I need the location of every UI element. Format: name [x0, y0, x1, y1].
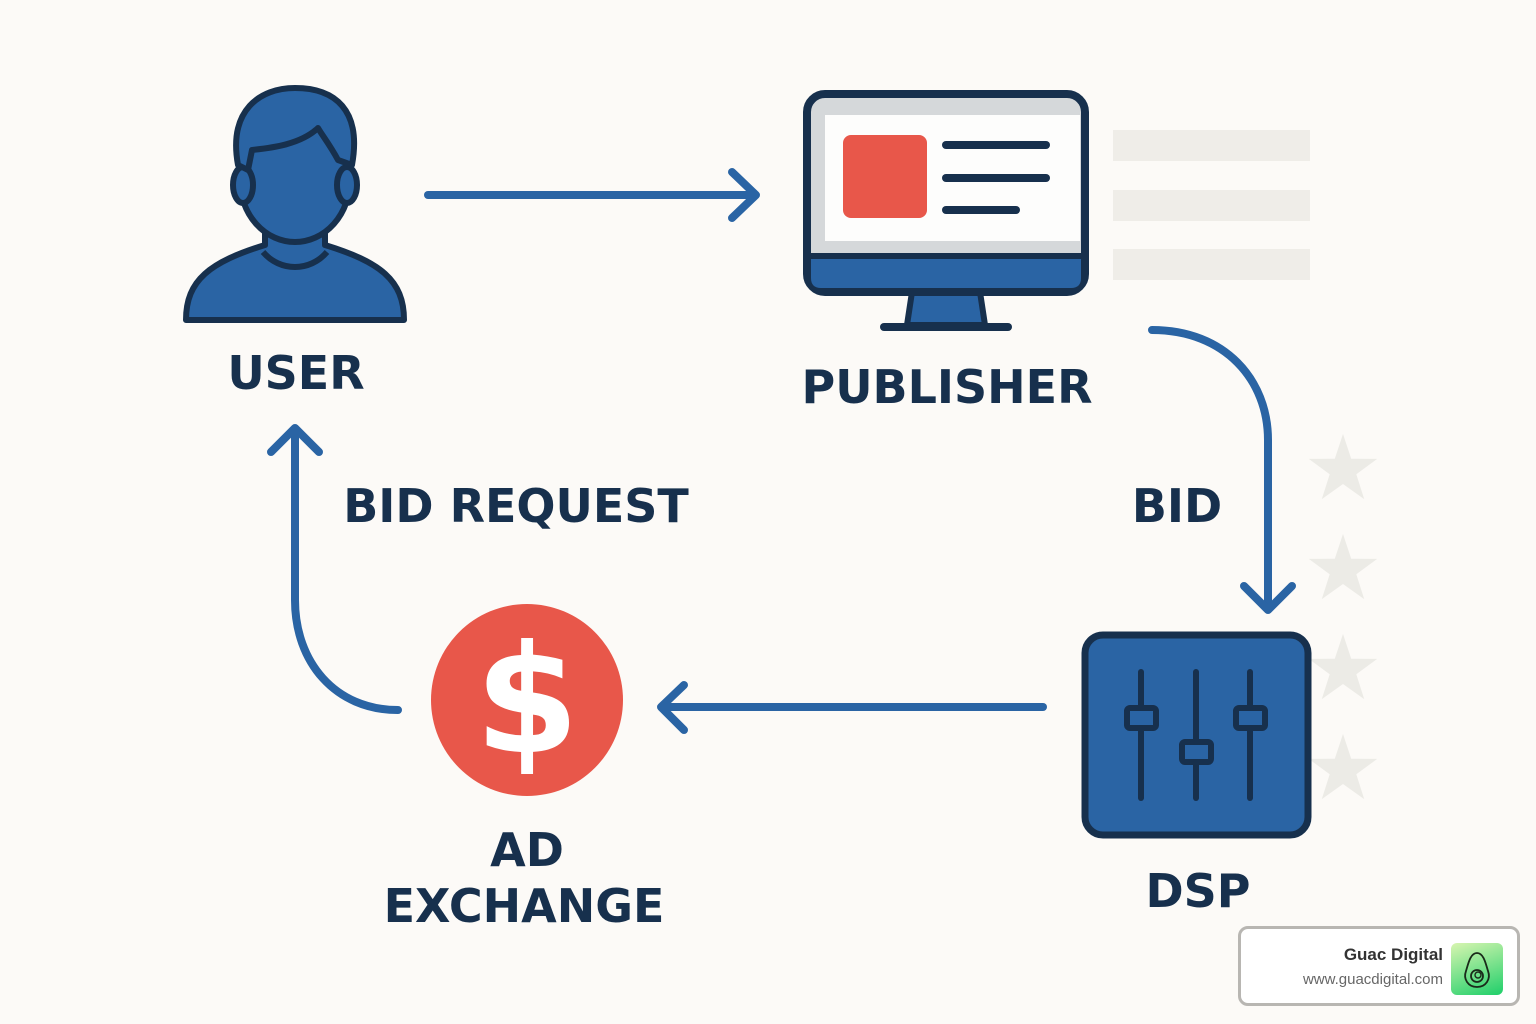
arrow-dsp-to-exchange: [657, 681, 1047, 734]
star-icon: [1308, 534, 1378, 600]
brand-name: Guac Digital: [1343, 945, 1443, 964]
ad-exchange-label-line2: EXCHANGE: [384, 879, 665, 933]
star-icon: [1308, 734, 1378, 800]
bid-label: BID: [1132, 479, 1222, 533]
monitor-icon: [803, 90, 1089, 331]
ad-exchange-dollar-icon: $: [431, 604, 623, 796]
branding-badge[interactable]: Guac Digital www.guacdigital.com: [1238, 926, 1520, 1006]
arrow-exchange-to-user: [267, 424, 402, 714]
dollar-symbol: $: [475, 614, 579, 788]
publisher-label: PUBLISHER: [801, 360, 1092, 414]
ad-exchange-label-line1: AD: [490, 823, 564, 877]
decorative-bars: [1113, 130, 1310, 280]
avocado-logo-icon: [1451, 943, 1503, 995]
brand-url[interactable]: www.guacdigital.com: [1302, 971, 1443, 988]
bid-request-label: BID REQUEST: [343, 479, 689, 533]
decorative-stars: [1308, 434, 1378, 800]
arrow-publisher-to-dsp: [1148, 326, 1296, 614]
user-icon: [183, 85, 407, 323]
star-icon: [1308, 434, 1378, 500]
dsp-label: DSP: [1145, 864, 1250, 918]
user-label: USER: [227, 346, 364, 400]
star-icon: [1308, 634, 1378, 700]
dsp-sliders-icon: [1081, 631, 1312, 839]
arrow-user-to-publisher: [424, 168, 760, 222]
